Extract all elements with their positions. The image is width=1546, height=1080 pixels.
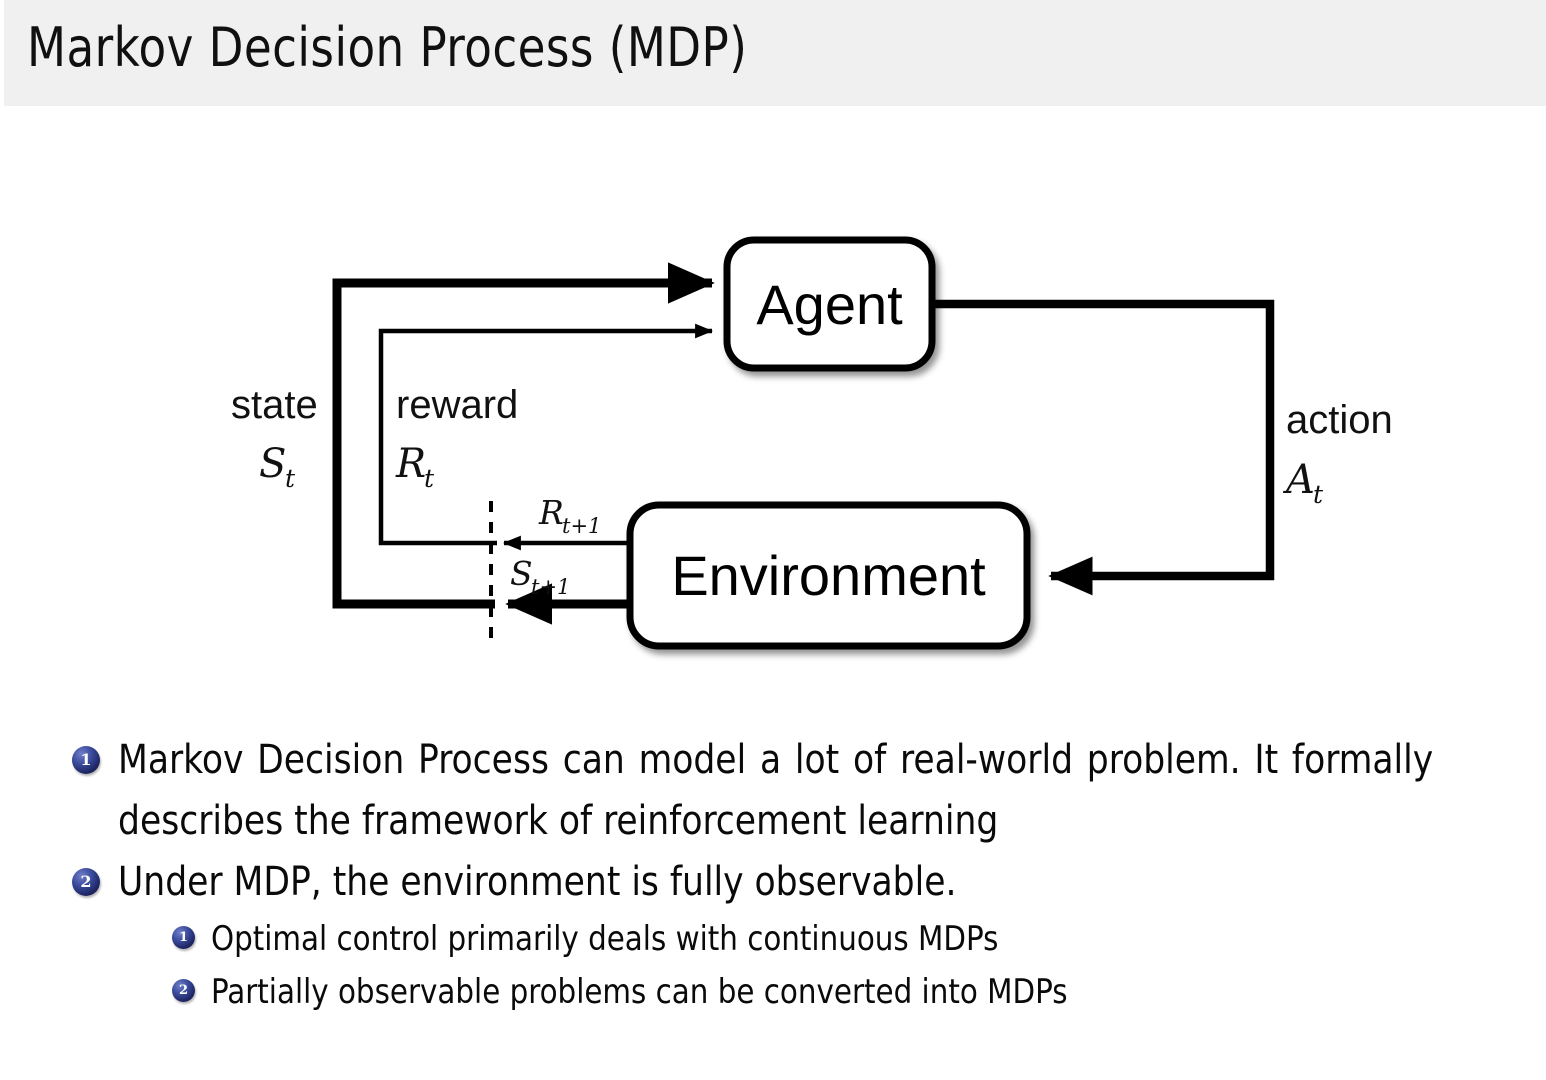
mdp-agent-environment-diagram: Agent Environment state S t reward bbox=[0, 106, 1546, 706]
bullet-text: Markov Decision Process can model a lot … bbox=[118, 737, 1434, 844]
slide-header-bar: Markov Decision Process (MDP) bbox=[0, 0, 1546, 106]
bullet-text: Optimal control primarily deals with con… bbox=[211, 919, 999, 959]
list-item: 2 Under MDP, the environment is fully ob… bbox=[0, 852, 1546, 913]
node-environment-label: Environment bbox=[671, 544, 986, 607]
label-action: action A t bbox=[1282, 398, 1393, 509]
header-left-edge bbox=[0, 0, 4, 106]
node-agent-label: Agent bbox=[756, 273, 903, 336]
page-title: Markov Decision Process (MDP) bbox=[27, 16, 748, 79]
edge-action bbox=[932, 299, 1275, 596]
label-next-reward: R t+1 bbox=[538, 493, 601, 538]
bullet-text: Under MDP, the environment is fully obse… bbox=[118, 859, 957, 905]
label-action-symbol: A bbox=[1282, 457, 1315, 503]
label-state-word: state bbox=[231, 383, 318, 427]
node-agent: Agent bbox=[723, 236, 936, 372]
bullet-number-badge: 2 bbox=[172, 979, 195, 1002]
bullet-number-badge: 2 bbox=[72, 868, 100, 896]
bullet-list: 1 Markov Decision Process can model a lo… bbox=[0, 730, 1546, 1019]
edge-reward bbox=[378, 323, 714, 546]
label-reward-subscript: t bbox=[424, 464, 435, 493]
list-item: 1 Markov Decision Process can model a lo… bbox=[0, 730, 1546, 852]
node-environment: Environment bbox=[626, 501, 1031, 650]
label-next-reward-symbol: R bbox=[538, 493, 564, 532]
label-next-reward-subscript: t+1 bbox=[562, 514, 601, 538]
label-next-state-symbol: S bbox=[510, 554, 533, 593]
label-reward: reward R t bbox=[395, 383, 518, 493]
list-item: 2 Partially observable problems can be c… bbox=[0, 966, 1546, 1019]
edge-state bbox=[332, 262, 715, 609]
label-action-word: action bbox=[1286, 398, 1393, 442]
label-state-symbol: S bbox=[259, 441, 286, 487]
label-reward-symbol: R bbox=[395, 441, 426, 487]
label-state: state S t bbox=[231, 383, 318, 493]
label-reward-word: reward bbox=[396, 383, 518, 427]
bullet-number-badge: 1 bbox=[72, 746, 100, 774]
label-state-subscript: t bbox=[285, 464, 296, 493]
label-next-state: S t+1 bbox=[510, 554, 570, 599]
bullet-number-badge: 1 bbox=[172, 926, 195, 949]
label-action-subscript: t bbox=[1313, 480, 1324, 509]
bullet-text: Partially observable problems can be con… bbox=[211, 972, 1068, 1012]
label-next-state-subscript: t+1 bbox=[531, 575, 570, 599]
list-item: 1 Optimal control primarily deals with c… bbox=[0, 913, 1546, 966]
